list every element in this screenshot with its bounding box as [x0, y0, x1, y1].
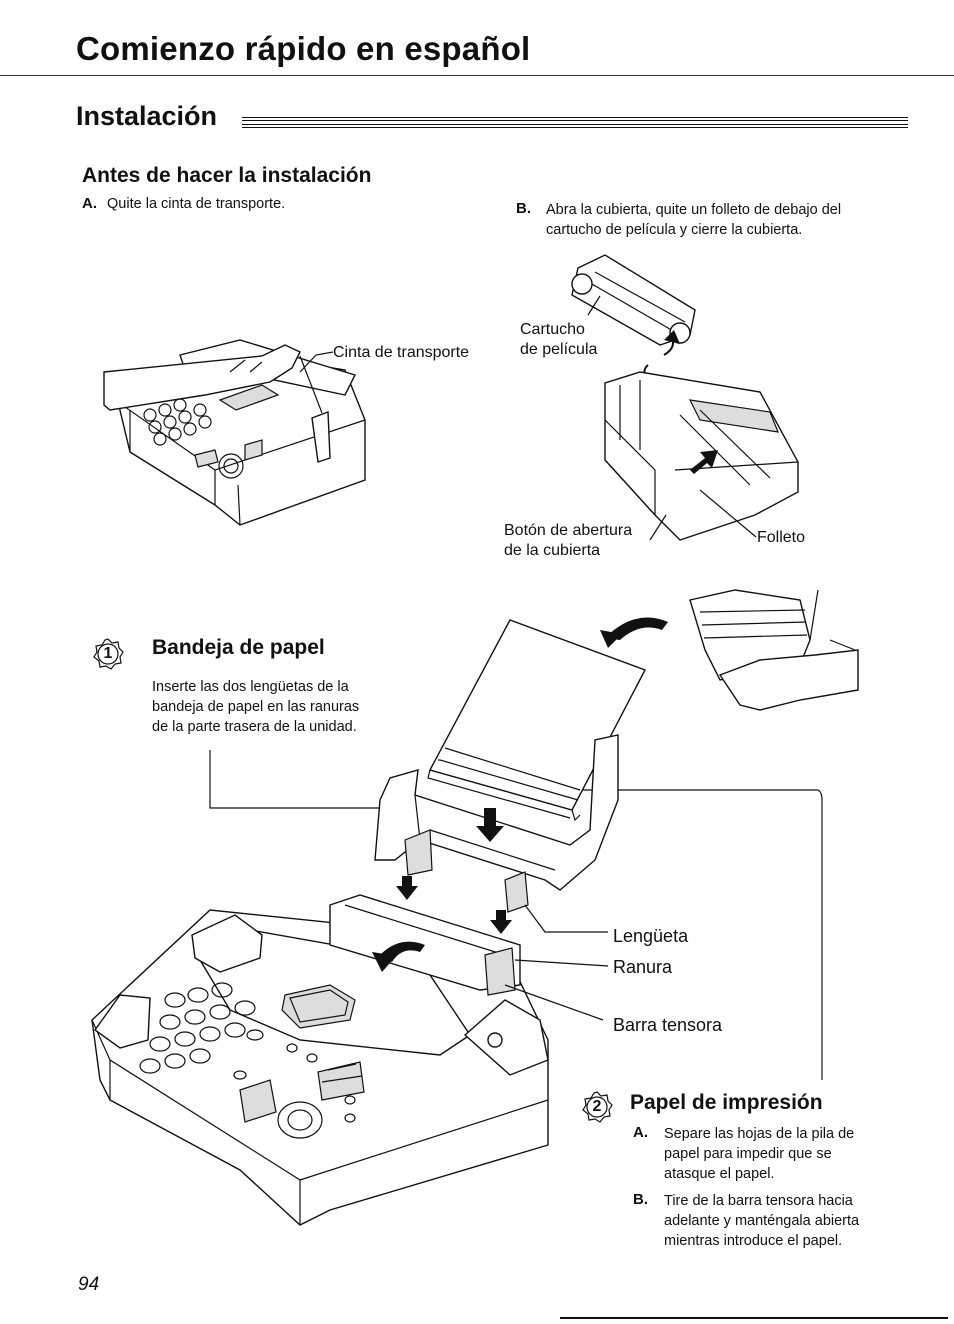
step-a-letter: A. — [82, 195, 97, 212]
step-b-line-2: cartucho de película y cierre la cubiert… — [546, 222, 803, 238]
papel-a-letter: A. — [633, 1124, 648, 1141]
papel-a-text: Separe las hojas de la pila de papel par… — [664, 1124, 854, 1184]
label-cinta: Cinta de transporte — [333, 344, 470, 361]
label-boton-line-1: Botón de abertura — [504, 522, 633, 539]
bandeja-line-2: bandeja de papel en las ranuras — [152, 699, 360, 715]
bandeja-title: Bandeja de papel — [152, 636, 325, 659]
papel-b-line-2: adelante y manténgala abierta — [664, 1213, 860, 1229]
step-1-number: 1 — [103, 645, 113, 662]
papel-b-letter: B. — [633, 1191, 648, 1208]
papel-b-text: Tire de la barra tensora hacia adelante … — [664, 1191, 859, 1251]
section-rule — [242, 117, 908, 128]
label-cartucho-line-2: de película — [520, 341, 598, 358]
step-b-text: Abra la cubierta, quite un folleto de de… — [546, 200, 841, 240]
papel-title: Papel de impresión — [630, 1091, 823, 1114]
section-title: Instalación — [76, 101, 218, 131]
label-boton-line-2: de la cubierta — [504, 542, 601, 559]
page-title: Comienzo rápido en español — [76, 30, 531, 67]
label-barra: Barra tensora — [613, 1015, 723, 1035]
subsection-title: Antes de hacer la instalación — [82, 164, 372, 187]
label-boton: Botón de abertura de la cubierta — [504, 521, 632, 561]
label-ranura: Ranura — [613, 957, 673, 977]
bandeja-text: Inserte las dos lengüetas de la bandeja … — [152, 677, 359, 737]
header-rule — [0, 75, 954, 76]
step-b-line-1: Abra la cubierta, quite un folleto de de… — [546, 202, 842, 218]
label-folleto: Folleto — [757, 529, 806, 546]
page-number: 94 — [78, 1274, 100, 1295]
papel-a-line-2: papel para impedir que se — [664, 1146, 832, 1162]
step-a-text: Quite la cinta de transporte. — [107, 196, 286, 212]
step-2-badge: 2 — [580, 1090, 614, 1124]
step-2-number: 2 — [592, 1098, 602, 1115]
bandeja-line-3: de la parte trasera de la unidad. — [152, 719, 357, 735]
step-1-badge: 1 — [91, 637, 125, 671]
papel-a-line-3: atasque el papel. — [664, 1166, 775, 1182]
step-a: A. Quite la cinta de transporte. — [82, 194, 285, 214]
papel-b-line-1: Tire de la barra tensora hacia — [664, 1193, 853, 1209]
label-cartucho: Cartucho de película — [520, 320, 597, 360]
papel-a-line-1: Separe las hojas de la pila de — [664, 1126, 855, 1142]
bandeja-line-1: Inserte las dos lengüetas de la — [152, 679, 349, 695]
step-b-letter: B. — [516, 200, 531, 217]
label-cartucho-line-1: Cartucho — [520, 321, 585, 338]
footer-rule — [560, 1317, 948, 1319]
papel-b-line-3: mientras introduce el papel. — [664, 1233, 843, 1249]
label-lengueta: Lengüeta — [613, 926, 689, 946]
